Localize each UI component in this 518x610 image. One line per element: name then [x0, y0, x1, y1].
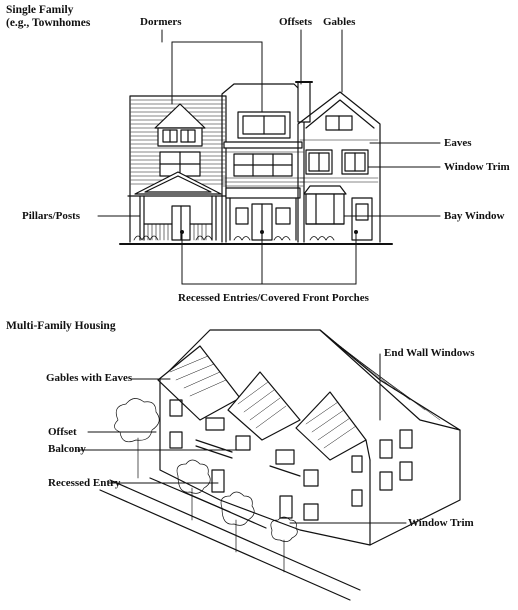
trees: [114, 398, 298, 573]
townhome-drawing: [119, 81, 393, 245]
gables-label: Gables: [323, 16, 356, 28]
top-leaders: [97, 29, 441, 285]
offsets-label: Offsets: [279, 16, 312, 28]
recessed-entry-label: Recessed Entry: [48, 477, 121, 489]
offset-label: Offset: [48, 426, 77, 438]
single-family-heading: Single Family: [6, 4, 74, 16]
left-townhome: [127, 95, 229, 243]
multi-family-heading: Multi-Family Housing: [6, 320, 116, 332]
bottom-leaders: [77, 353, 407, 524]
multifamily-drawing: [99, 329, 461, 601]
window-trim-label-bottom: Window Trim: [408, 517, 474, 529]
window-trim-label: Window Trim: [444, 161, 510, 173]
right-townhome: [297, 91, 381, 243]
single-family-subheading: (e.g., Townhomes: [6, 17, 91, 29]
gables-with-eaves-label: Gables with Eaves: [46, 372, 133, 384]
recessed-entries-label: Recessed Entries/Covered Front Porches: [178, 292, 369, 304]
middle-townhome: [221, 83, 305, 243]
shrubs: [133, 235, 335, 241]
end-wall-windows-label: End Wall Windows: [384, 347, 475, 359]
dormers-label: Dormers: [140, 16, 182, 28]
bay-window-label: Bay Window: [444, 210, 505, 222]
pillars-posts-label: Pillars/Posts: [22, 210, 81, 222]
balcony-label: Balcony: [48, 443, 86, 455]
eaves-label: Eaves: [444, 137, 472, 149]
